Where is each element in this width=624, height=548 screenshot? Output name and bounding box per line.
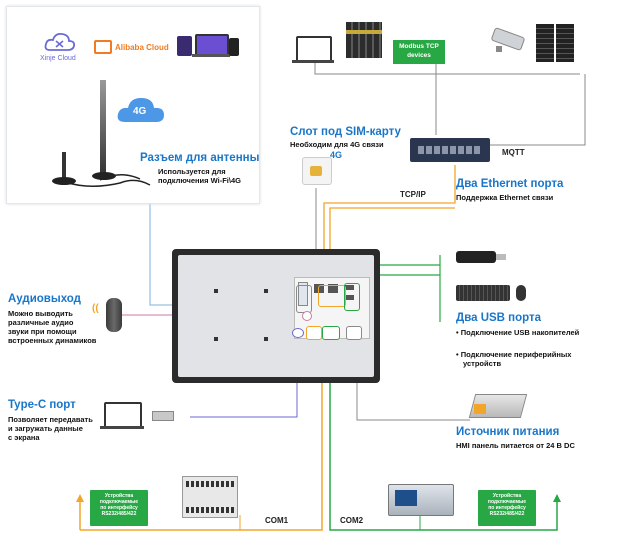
alibaba-cloud-label: Alibaba Cloud <box>115 42 169 52</box>
com2-ring <box>322 326 340 340</box>
modbus-devices-box: Modbus TCP devices <box>393 40 445 64</box>
typec-laptop-base <box>100 426 144 429</box>
audio-desc-2: различные аудио <box>8 318 74 327</box>
sim-desc: Необходим для 4G связи <box>290 140 384 149</box>
sim-ring <box>296 285 312 313</box>
top-laptop-base <box>292 60 334 63</box>
usb-bullet-1-text: Подключение USB накопителей <box>460 328 580 337</box>
ethernet-port-1 <box>314 284 324 293</box>
power-title: Источник питания <box>456 426 560 438</box>
usb-bullet-2-text: Подключение периферийных <box>460 350 572 359</box>
power-ring <box>346 326 362 340</box>
com1-label: COM1 <box>265 516 289 525</box>
keyboard-icon <box>456 285 510 301</box>
sim-card-icon <box>302 157 332 185</box>
com1-label-line1: Устройства <box>104 493 134 499</box>
sound-waves-icon: (( <box>92 303 99 314</box>
antenna-desc-2: подключения Wi-Fi\4G <box>158 176 241 185</box>
4g-cloud-icon <box>117 98 164 122</box>
xinje-cloud-logo <box>44 30 76 59</box>
usb-bullet-1: • Подключение USB накопителей <box>456 328 580 337</box>
ethernet-switch-icon <box>410 138 490 162</box>
typec-desc-1: Позволяет передавать <box>8 415 93 424</box>
com2-label-line1: Устройства <box>492 493 522 499</box>
hmi-panel <box>172 249 380 383</box>
antenna-desc-1: Используется для <box>158 167 226 176</box>
phone-icon <box>229 38 239 56</box>
typec-title: Type-C порт <box>8 399 76 411</box>
usb-bullet-2: • Подключение периферийных <box>456 350 572 359</box>
sim-4g-badge: 4G <box>330 150 343 160</box>
com2-label-line4: RS232/485/422 <box>489 511 525 517</box>
usb-cable-icon <box>152 411 174 421</box>
com1-ring <box>306 326 322 340</box>
ethernet-ring <box>318 285 346 307</box>
antenna-title: Разъем для антенны <box>140 152 260 164</box>
ethernet-desc: Поддержка Ethernet связи <box>456 193 554 202</box>
com2-device-label: Устройства подключаемые по интерфейсу RS… <box>478 490 536 526</box>
audio-desc-1: Можно выводить <box>8 309 73 318</box>
mqtt-label: MQTT <box>502 148 525 157</box>
antenna-small-base <box>52 177 76 185</box>
com2-label-line2: подключаемые <box>487 499 527 505</box>
typec-laptop-icon <box>104 402 142 428</box>
xinje-cloud-label: Xinje Cloud <box>40 55 76 62</box>
usb-title: Два USB порта <box>456 312 542 324</box>
tcpip-label: TCP/IP <box>400 190 426 199</box>
com1-device-label: Устройства подключаемые по интерфейсу RS… <box>90 490 148 526</box>
com1-label-line4: RS232/485/422 <box>101 511 137 517</box>
usb-ring <box>344 283 360 311</box>
modbus-line2: devices <box>407 52 431 59</box>
ethernet-port-2 <box>328 284 338 293</box>
laptop-icon <box>195 34 229 56</box>
tablet-icon <box>177 36 192 56</box>
sim-slot <box>298 282 308 306</box>
4g-cloud-label: 4G <box>133 106 147 117</box>
devices-group <box>175 30 245 62</box>
antenna-cables <box>64 174 151 187</box>
typec-ring <box>292 328 304 338</box>
modbus-line1: Modbus TCP <box>399 43 439 50</box>
plc-modules-stripe <box>346 30 382 34</box>
antenna-large-base <box>92 172 116 180</box>
server-icon-1 <box>536 24 554 62</box>
power-desc: HMI панель питается от 24 В DC <box>456 441 575 450</box>
ethernet-title: Два Ethernet порта <box>456 178 564 190</box>
typec-desc-2: и загружать данные <box>8 424 83 433</box>
audio-desc-4: встроенных динамиков <box>8 336 97 345</box>
com2-label-line3: по интерфейсу <box>488 505 526 511</box>
audio-title: Аудиовыход <box>8 293 81 305</box>
typec-desc-3: с экрана <box>8 433 40 442</box>
antenna-large <box>100 80 106 175</box>
plc-device-icon <box>182 476 238 518</box>
alibaba-bracket-icon <box>94 40 112 54</box>
4g-cloud: 4G <box>115 92 167 131</box>
usb-bullet-2-line2: устройств <box>463 359 502 368</box>
meter-device-icon <box>388 484 454 516</box>
antenna-small <box>62 152 66 180</box>
usb-drive-tip <box>496 254 506 260</box>
com1-label-line2: подключаемые <box>99 499 139 505</box>
com1-label-line3: по интерфейсу <box>100 505 138 511</box>
com2-label: COM2 <box>340 516 364 525</box>
speaker-icon <box>106 298 122 332</box>
top-laptop-icon <box>296 36 332 62</box>
usb-drive-icon <box>456 251 496 263</box>
usb-port-1 <box>344 285 354 290</box>
sim-title: Слот под SIM-карту <box>290 126 401 138</box>
alibaba-cloud-logo: Alibaba Cloud <box>94 40 169 54</box>
mouse-icon <box>516 285 526 301</box>
usb-port-2 <box>344 295 354 300</box>
server-icon-2 <box>556 24 574 62</box>
laptop-base <box>192 54 230 57</box>
power-supply-terminal <box>474 404 486 414</box>
camera-mount <box>496 46 502 52</box>
plc-modules-icon <box>346 22 382 58</box>
cloud-icon <box>44 32 76 51</box>
audio-desc-3: звуки при помощи <box>8 327 77 336</box>
audio-ring <box>302 311 312 321</box>
